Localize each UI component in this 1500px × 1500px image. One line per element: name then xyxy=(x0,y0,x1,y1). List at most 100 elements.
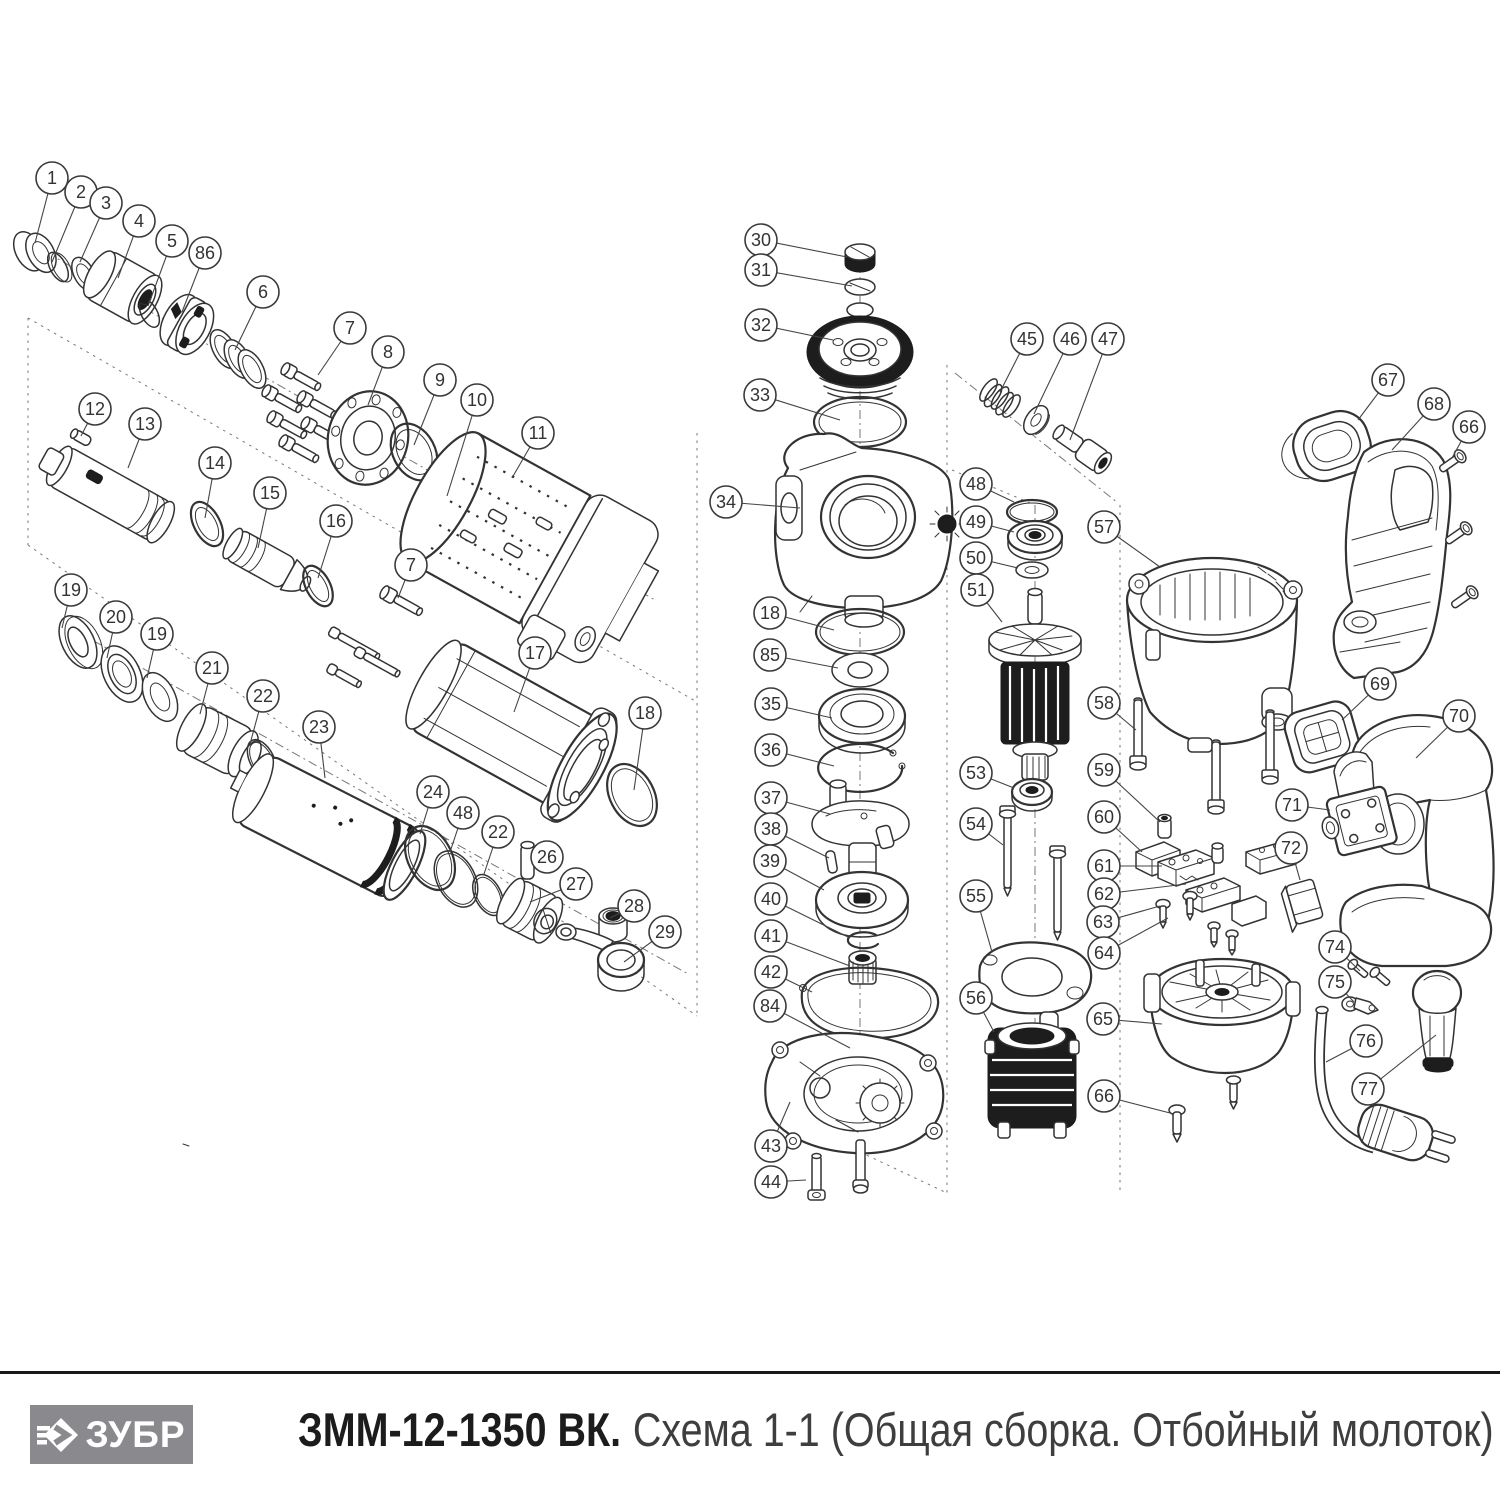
part-58-screws xyxy=(1129,697,1279,815)
callout-circle-57 xyxy=(1087,510,1121,544)
callout-circle-18 xyxy=(753,596,787,630)
callout-circle-45 xyxy=(1010,322,1044,356)
part-7-bolts xyxy=(261,362,342,464)
callout-number-21: 21 xyxy=(202,658,222,678)
callout-circle-59 xyxy=(1087,753,1121,787)
part-41-needle-sleeve xyxy=(848,950,877,985)
part-16-ring xyxy=(302,564,334,608)
callout-number-12: 12 xyxy=(85,399,105,419)
callout-circle-14 xyxy=(198,446,232,480)
callout-number-50: 50 xyxy=(966,548,986,568)
callout-number-37: 37 xyxy=(761,788,781,808)
callout-circle-33 xyxy=(743,378,777,412)
callout-number-77: 77 xyxy=(1358,1079,1378,1099)
part-51-armature xyxy=(988,587,1082,802)
callout-number-19: 19 xyxy=(147,624,167,644)
callout-circle-18 xyxy=(628,696,662,730)
callout-circle-86 xyxy=(188,236,222,270)
callout-number-66: 66 xyxy=(1094,1086,1114,1106)
long-studs xyxy=(326,626,401,689)
part-54-screws xyxy=(998,805,1067,941)
callout-circle-4 xyxy=(122,204,156,238)
callout-number-43: 43 xyxy=(761,1136,781,1156)
part-14-ring xyxy=(189,500,225,548)
part-6-rings xyxy=(209,329,267,389)
callout-number-56: 56 xyxy=(966,988,986,1008)
callout-number-5: 5 xyxy=(167,231,177,251)
callout-number-62: 62 xyxy=(1094,884,1114,904)
callout-circle-20 xyxy=(99,600,133,634)
part-50-washer xyxy=(1015,561,1049,579)
callout-number-61: 61 xyxy=(1094,856,1114,876)
callout-number-40: 40 xyxy=(761,889,781,909)
callout-number-85: 85 xyxy=(760,645,780,665)
part-19b-washer xyxy=(141,671,179,723)
leader-line-47 xyxy=(1069,338,1109,441)
callout-circle-42 xyxy=(754,955,788,989)
callout-number-54: 54 xyxy=(966,814,986,834)
callout-number-74: 74 xyxy=(1325,937,1345,957)
callout-number-16: 16 xyxy=(326,511,346,531)
part-8-flange xyxy=(326,390,410,486)
callout-number-72: 72 xyxy=(1281,838,1301,858)
callout-number-60: 60 xyxy=(1094,807,1114,827)
callout-circle-85 xyxy=(753,638,787,672)
guide-axes xyxy=(29,242,1119,1190)
callout-number-18: 18 xyxy=(635,703,655,723)
callout-number-38: 38 xyxy=(761,819,781,839)
callout-circle-13 xyxy=(128,407,162,441)
part-56-stator xyxy=(984,1022,1080,1139)
callout-number-31: 31 xyxy=(751,260,771,280)
callout-number-29: 29 xyxy=(655,922,675,942)
callout-number-6: 6 xyxy=(258,282,268,302)
part-18a-o-ring xyxy=(606,762,658,828)
callout-circle-70 xyxy=(1442,699,1476,733)
part-43-crankcase xyxy=(764,1031,945,1155)
callout-number-19: 19 xyxy=(61,580,81,600)
callout-number-8: 8 xyxy=(383,342,393,362)
callout-circle-41 xyxy=(754,919,788,953)
part-59-sleeve xyxy=(1157,813,1172,839)
part-21-piston-cap xyxy=(175,703,262,778)
callout-circle-23 xyxy=(302,710,336,744)
callout-circle-9 xyxy=(423,363,457,397)
callout-number-2: 2 xyxy=(76,182,86,202)
part-47-pin xyxy=(1052,424,1113,475)
callout-number-59: 59 xyxy=(1094,760,1114,780)
part-85-washer xyxy=(831,652,889,688)
callout-circle-3 xyxy=(89,186,123,220)
callout-circle-16 xyxy=(319,504,353,538)
callout-circle-31 xyxy=(744,253,778,287)
callout-number-7: 7 xyxy=(345,318,355,338)
part-40-snap-ring xyxy=(846,931,880,950)
callout-number-33: 33 xyxy=(750,385,770,405)
callout-circle-56 xyxy=(959,981,993,1015)
part-15-striker xyxy=(222,527,312,592)
part-53-bearing xyxy=(1010,777,1054,812)
callout-circle-64 xyxy=(1087,936,1121,970)
callout-number-46: 46 xyxy=(1060,329,1080,349)
exploded-parts-diagram: 1234586678910111213141516717181920192122… xyxy=(12,161,1495,1201)
part-71-switch xyxy=(1321,751,1398,857)
stray-mark xyxy=(182,1143,190,1147)
part-76-power-cord xyxy=(1314,1005,1456,1163)
callout-number-64: 64 xyxy=(1094,943,1114,963)
callout-circle-15 xyxy=(253,476,287,510)
footer-model: ЗММ-12-1350 ВК. xyxy=(298,1403,622,1456)
zubr-logo-text: ЗУБР xyxy=(85,1414,186,1455)
part-77-knob xyxy=(1411,969,1463,1073)
callout-circle-48 xyxy=(446,796,480,830)
callout-circle-35 xyxy=(754,687,788,721)
callout-number-68: 68 xyxy=(1424,394,1444,414)
callout-circle-84 xyxy=(753,989,787,1023)
callout-circle-74 xyxy=(1318,930,1352,964)
part-45-spring xyxy=(979,378,1021,418)
callout-circle-46 xyxy=(1053,322,1087,356)
callout-number-55: 55 xyxy=(966,886,986,906)
callout-circle-54 xyxy=(959,807,993,841)
part-32-gear-wheel xyxy=(806,315,914,400)
part-46-washer xyxy=(1022,404,1050,436)
callout-circle-66 xyxy=(1452,410,1486,444)
callout-number-76: 76 xyxy=(1356,1031,1376,1051)
callout-circle-75 xyxy=(1318,965,1352,999)
